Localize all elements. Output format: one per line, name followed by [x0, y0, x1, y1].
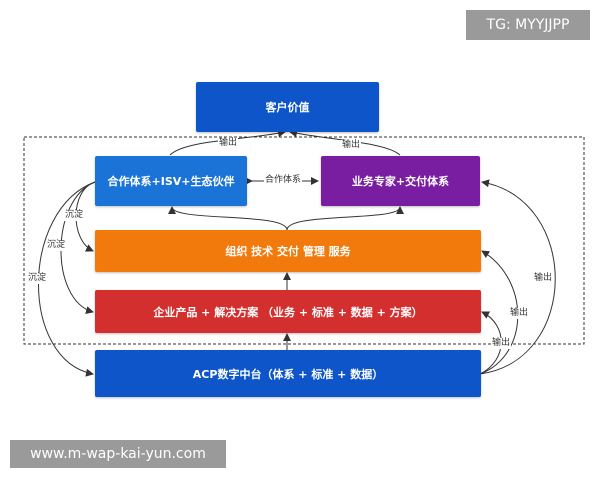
edge-label-cooperation: 合作体系	[264, 175, 303, 186]
node-partner-system-label: 合作体系+ISV+生态伙伴	[107, 175, 235, 188]
dashed-boundary	[23, 136, 585, 345]
edge-label-output-right-2: 输出	[509, 308, 530, 319]
edge-label-output-right-top: 输出	[341, 140, 362, 151]
edge-label-settle-3: 沉淀	[27, 273, 48, 284]
arrow-org-to-expert	[286, 206, 404, 231]
node-organization-label: 组织 技术 交付 管理 服务	[225, 245, 351, 258]
watermark-top-right: TG: MYYJJPP	[466, 10, 590, 40]
edge-label-settle-1: 沉淀	[64, 210, 85, 221]
edge-label-settle-2: 沉淀	[46, 240, 67, 251]
edge-label-output-right-3: 输出	[491, 338, 512, 349]
watermark-top-right-text: TG: MYYJJPP	[486, 17, 570, 33]
node-acp-platform: ACP数字中台（体系 + 标准 + 数据）	[95, 350, 481, 397]
node-enterprise-products: 企业产品 + 解决方案 （业务 + 标准 + 数据 + 方案）	[95, 290, 481, 333]
node-partner-system: 合作体系+ISV+生态伙伴	[95, 156, 247, 206]
arrow-output-right-1	[479, 179, 556, 375]
node-enterprise-products-label: 企业产品 + 解决方案 （业务 + 标准 + 数据 + 方案）	[153, 305, 423, 319]
arrow-org-to-partner	[168, 206, 288, 231]
node-expert-delivery: 业务专家+交付体系	[321, 156, 480, 206]
node-customer-value: 客户价值	[196, 82, 379, 132]
node-expert-delivery-label: 业务专家+交付体系	[351, 175, 450, 188]
watermark-bottom-left: www.m-wap-kai-yun.com	[10, 440, 226, 468]
edge-label-output-right-1: 输出	[533, 273, 554, 284]
edge-label-output-left-top: 输出	[218, 138, 239, 149]
node-organization: 组织 技术 交付 管理 服务	[95, 230, 481, 272]
node-acp-platform-label: ACP数字中台（体系 + 标准 + 数据）	[192, 367, 384, 381]
watermark-bottom-left-text: www.m-wap-kai-yun.com	[30, 446, 206, 462]
node-customer-value-label: 客户价值	[265, 101, 310, 114]
